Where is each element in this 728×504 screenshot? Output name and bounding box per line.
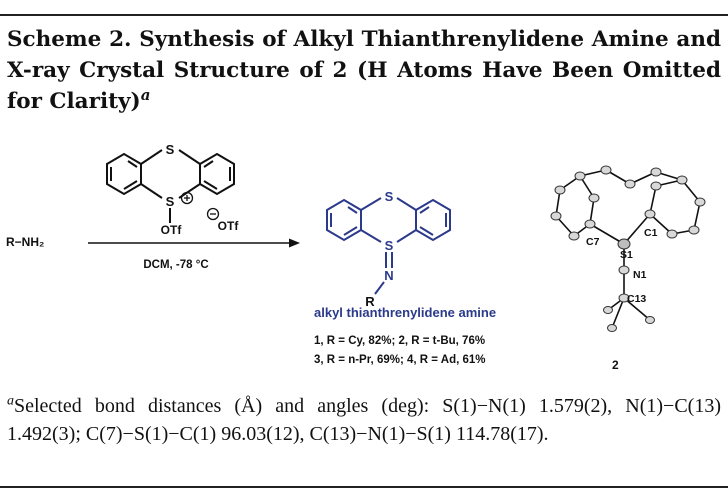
reagent-otf: OTf <box>161 223 183 237</box>
atom-c7: C7 <box>586 236 600 248</box>
atom-n1: N1 <box>633 269 647 281</box>
scheme-caption: Scheme 2. Synthesis of Alkyl Thianthreny… <box>7 24 721 117</box>
product-name: alkyl thianthrenylidene amine <box>314 305 496 320</box>
product-list-line2: 3, R = n-Pr, 69%; 4, R = Ad, 61% <box>314 354 486 366</box>
footnote-mark: a <box>7 393 14 409</box>
reagent-counterion: OTf <box>218 219 240 233</box>
crystal-compound-label: 2 <box>612 358 619 372</box>
bottom-rule <box>0 486 728 488</box>
product-s-top: S <box>385 189 394 204</box>
crystal-atoms <box>550 165 706 332</box>
reaction-conditions: DCM, -78 °C <box>143 259 208 271</box>
product-s-bottom: S <box>385 238 394 253</box>
reaction-scheme: S S OTf OTf R−NH₂ DCM, -78 °C S S N R al… <box>6 142 706 372</box>
product-r: R <box>365 294 375 309</box>
product-list-line1: 1, R = Cy, 82%; 2, R = t-Bu, 76% <box>314 335 485 347</box>
reaction-arrow <box>88 238 300 248</box>
product-n: N <box>384 268 393 283</box>
reagent-s-top: S <box>166 142 175 157</box>
reagent-structure <box>106 149 235 223</box>
reactant-amine: R−NH₂ <box>6 235 44 249</box>
top-rule <box>0 14 728 16</box>
atom-c13: C13 <box>627 293 646 305</box>
reagent-s-bottom: S <box>166 194 175 209</box>
atom-c1: C1 <box>644 227 658 239</box>
atom-s1: S1 <box>620 249 633 261</box>
footnote: aSelected bond distances (Å) and angles … <box>7 392 721 448</box>
caption-footnote-mark: a <box>140 85 151 104</box>
footnote-text: Selected bond distances (Å) and angles (… <box>7 395 721 445</box>
caption-text: Scheme 2. Synthesis of Alkyl Thianthreny… <box>7 27 721 114</box>
product-structure <box>326 197 451 295</box>
